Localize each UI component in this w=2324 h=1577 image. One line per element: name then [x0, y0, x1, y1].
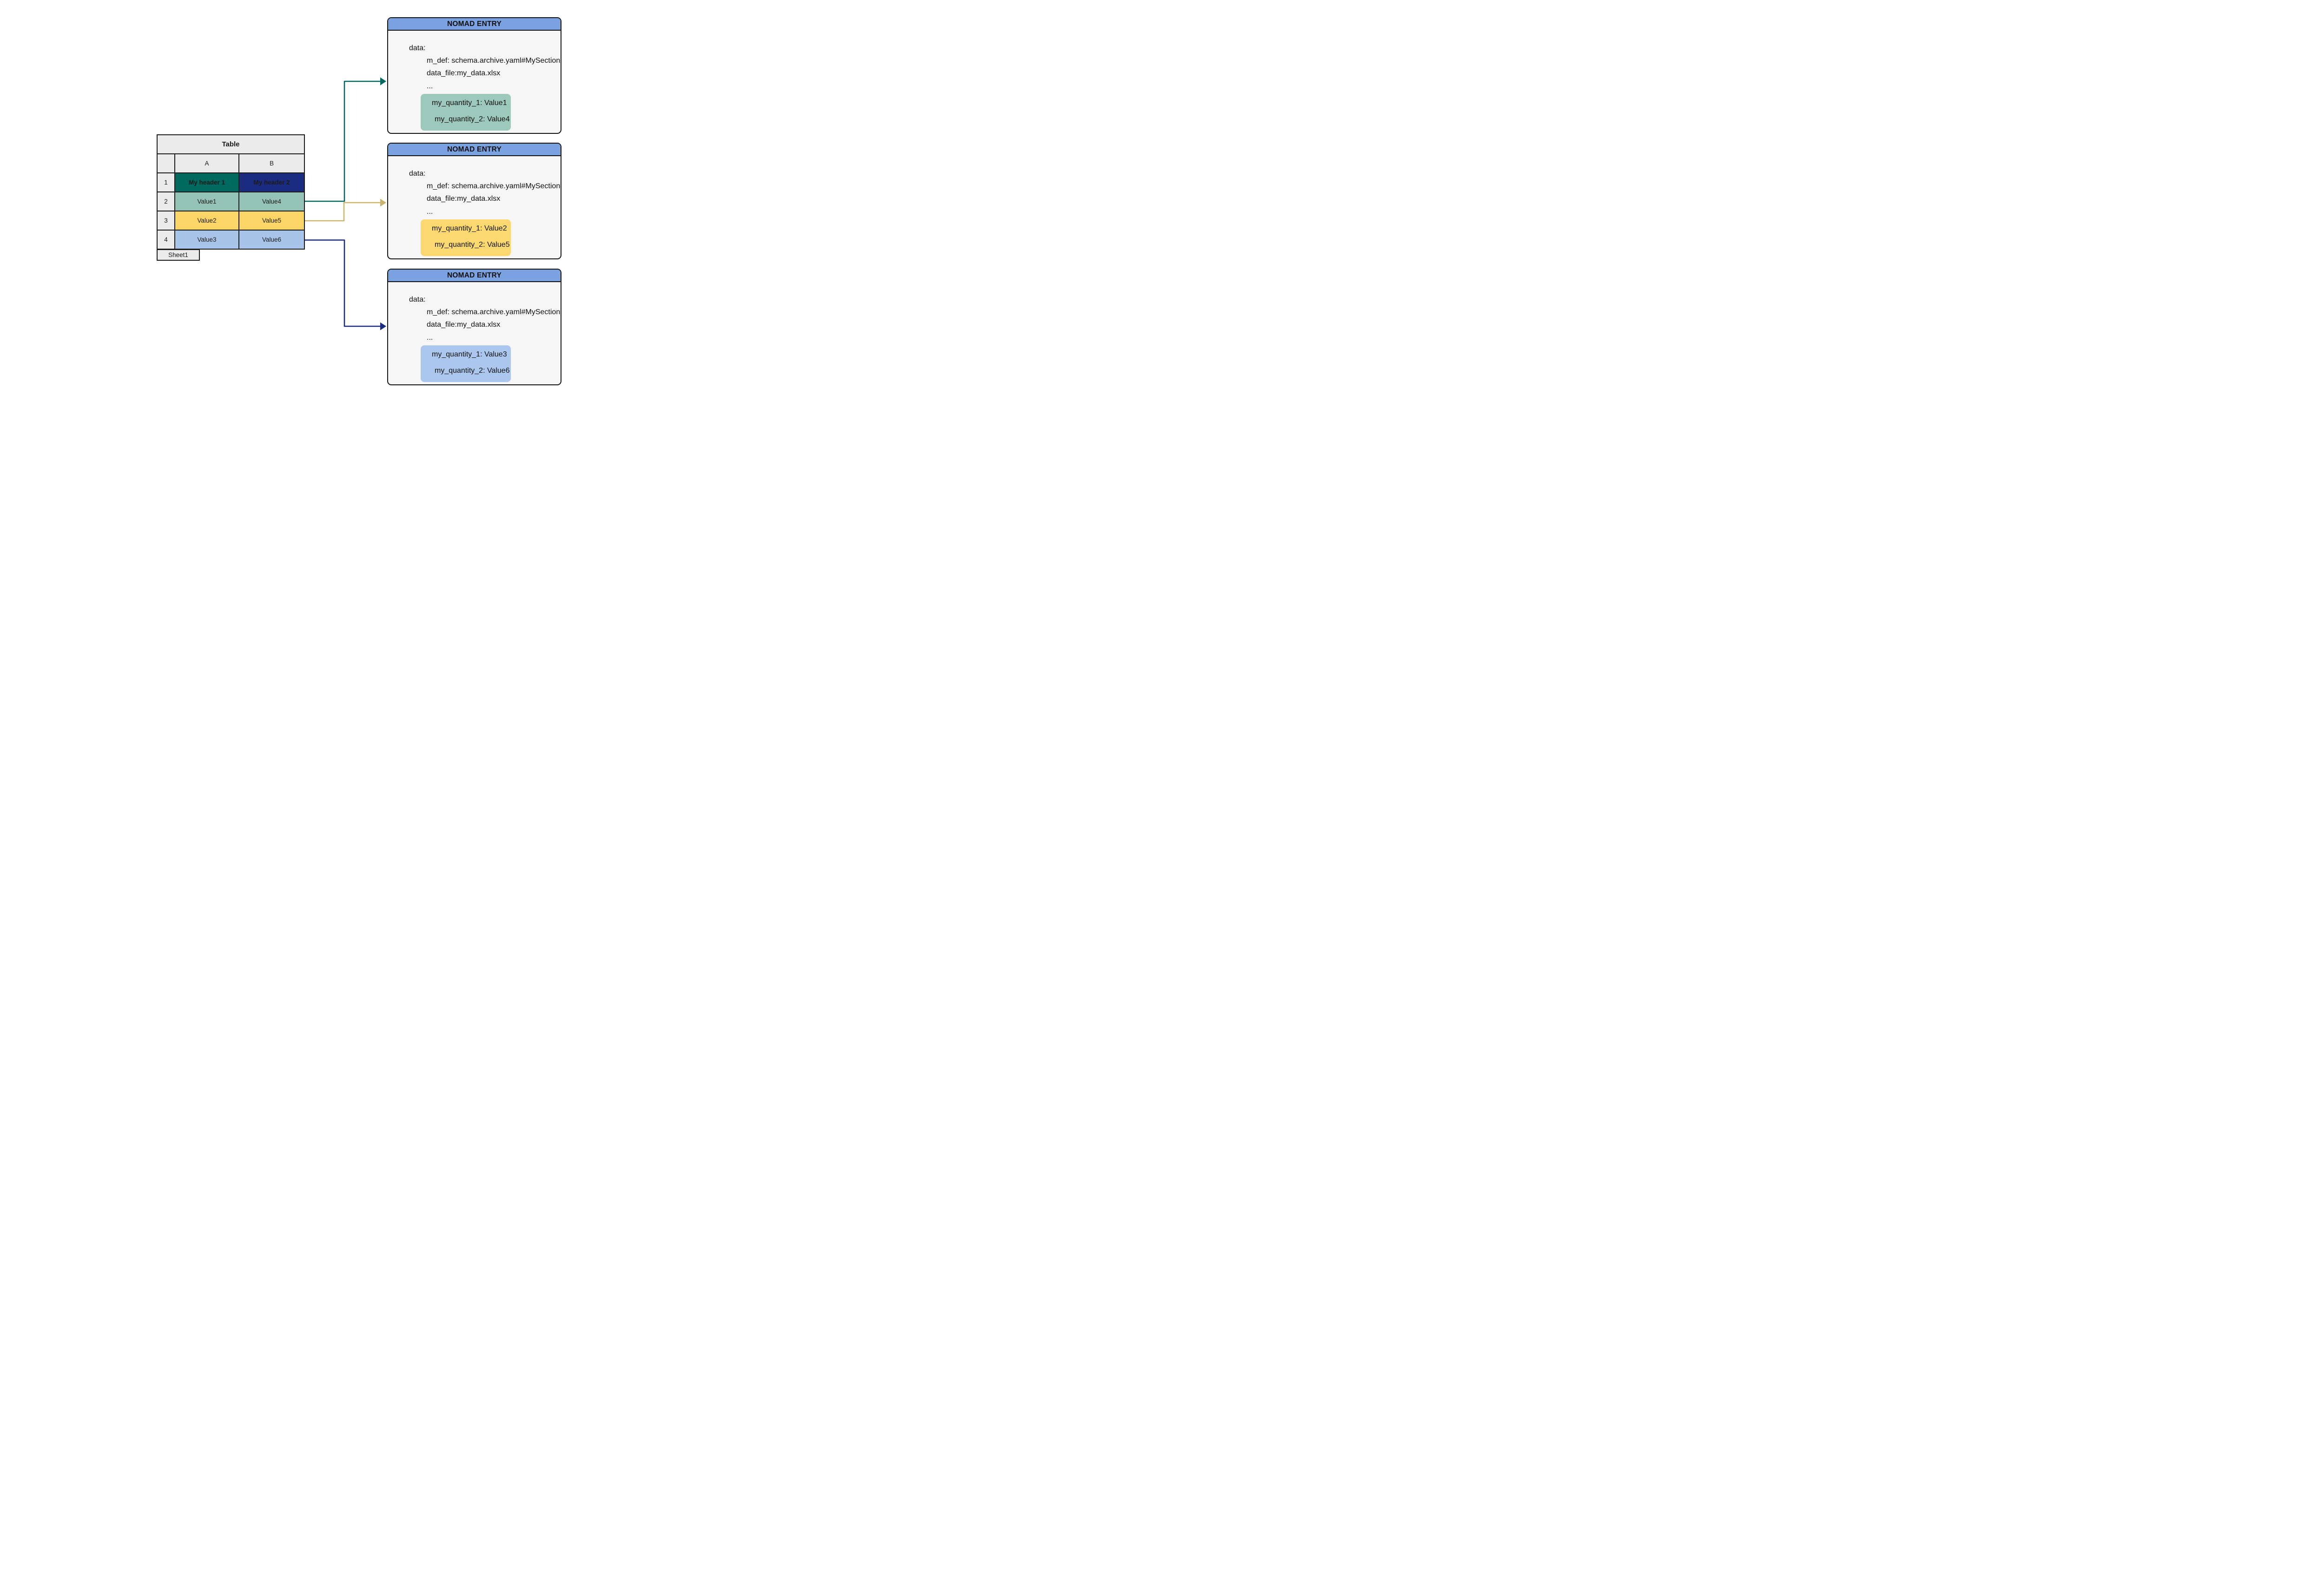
nomad-entry-body: data: m_def: schema.archive.yaml#MySecti…: [388, 44, 561, 131]
cell-a1: My header 1: [174, 172, 239, 192]
table-row-1: 1 My header 1 My header 2: [157, 172, 305, 192]
quantity-1-line: my_quantity_1: Value3: [432, 350, 507, 358]
yaml-mdef-line: m_def: schema.archive.yaml#MySection: [427, 57, 561, 65]
yaml-datafile-line: data_file:my_data.xlsx: [427, 69, 501, 78]
yaml-data-line: data:: [409, 296, 426, 304]
yaml-ellipsis: ...: [427, 82, 433, 90]
quantity-2-line: my_quantity_2: Value5: [435, 240, 510, 249]
cell-a3: Value2: [174, 211, 239, 231]
nomad-entry-header: NOMAD ENTRY: [388, 144, 561, 156]
nomad-entry-title: NOMAD ENTRY: [447, 271, 502, 279]
nomad-entry-card-2: NOMAD ENTRY data: m_def: schema.archive.…: [387, 143, 561, 259]
column-header-row: A B: [157, 153, 305, 173]
table-row-2: 2 Value1 Value4: [157, 191, 305, 211]
spreadsheet-table: Table A B 1 My header 1 My header 2 2 Va…: [157, 134, 305, 250]
nomad-entry-body: data: m_def: schema.archive.yaml#MySecti…: [388, 295, 561, 383]
row-number-3: 3: [157, 211, 175, 231]
yaml-datafile-line: data_file:my_data.xlsx: [427, 195, 501, 203]
arrow-row2-to-entry1: [303, 77, 386, 202]
nomad-entry-body: data: m_def: schema.archive.yaml#MySecti…: [388, 169, 561, 257]
sheet-tab: Sheet1: [157, 249, 200, 261]
yaml-mdef-line: m_def: schema.archive.yaml#MySection: [427, 182, 561, 191]
yaml-mdef-line: m_def: schema.archive.yaml#MySection: [427, 308, 561, 317]
column-header-a: A: [174, 153, 239, 173]
connector-arrows-layer: [303, 77, 386, 330]
nomad-entry-header: NOMAD ENTRY: [388, 18, 561, 31]
nomad-entry-card-1: NOMAD ENTRY data: m_def: schema.archive.…: [387, 17, 561, 134]
quantity-2-line: my_quantity_2: Value4: [435, 115, 510, 123]
yaml-data-line: data:: [409, 170, 426, 178]
table-row-4: 4 Value3 Value6: [157, 230, 305, 250]
cell-b4: Value6: [238, 230, 305, 250]
arrow-row3-to-entry2: [303, 198, 386, 222]
nomad-entry-title: NOMAD ENTRY: [447, 20, 502, 28]
yaml-datafile-line: data_file:my_data.xlsx: [427, 321, 501, 329]
sheet-tab-label: Sheet1: [168, 251, 188, 258]
cell-a2: Value1: [174, 191, 239, 211]
quantity-highlight-box: my_quantity_1: Value3 my_quantity_2: Val…: [421, 345, 511, 383]
column-header-b: B: [238, 153, 305, 173]
nomad-entry-card-3: NOMAD ENTRY data: m_def: schema.archive.…: [387, 269, 561, 385]
cell-a4: Value3: [174, 230, 239, 250]
arrow-row4-to-entry3: [303, 239, 386, 330]
yaml-ellipsis: ...: [427, 333, 433, 342]
quantity-1-line: my_quantity_1: Value2: [432, 224, 507, 232]
cell-b3: Value5: [238, 211, 305, 231]
nomad-entry-header: NOMAD ENTRY: [388, 270, 561, 282]
row-number-2: 2: [157, 191, 175, 211]
table-row-3: 3 Value2 Value5: [157, 211, 305, 231]
row-number-4: 4: [157, 230, 175, 250]
diagram-canvas: Table A B 1 My header 1 My header 2 2 Va…: [0, 0, 716, 402]
quantity-1-line: my_quantity_1: Value1: [432, 99, 507, 107]
nomad-entry-title: NOMAD ENTRY: [447, 145, 502, 153]
table-title-row: Table: [157, 134, 305, 154]
yaml-ellipsis: ...: [427, 207, 433, 216]
table-title: Table: [157, 134, 305, 154]
quantity-highlight-box: my_quantity_1: Value1 my_quantity_2: Val…: [421, 93, 511, 131]
quantity-highlight-box: my_quantity_1: Value2 my_quantity_2: Val…: [421, 219, 511, 257]
cell-b1: My header 2: [238, 172, 305, 192]
corner-cell: [157, 153, 175, 173]
cell-b2: Value4: [238, 191, 305, 211]
yaml-data-line: data:: [409, 44, 426, 52]
row-number-1: 1: [157, 172, 175, 192]
quantity-2-line: my_quantity_2: Value6: [435, 366, 510, 375]
